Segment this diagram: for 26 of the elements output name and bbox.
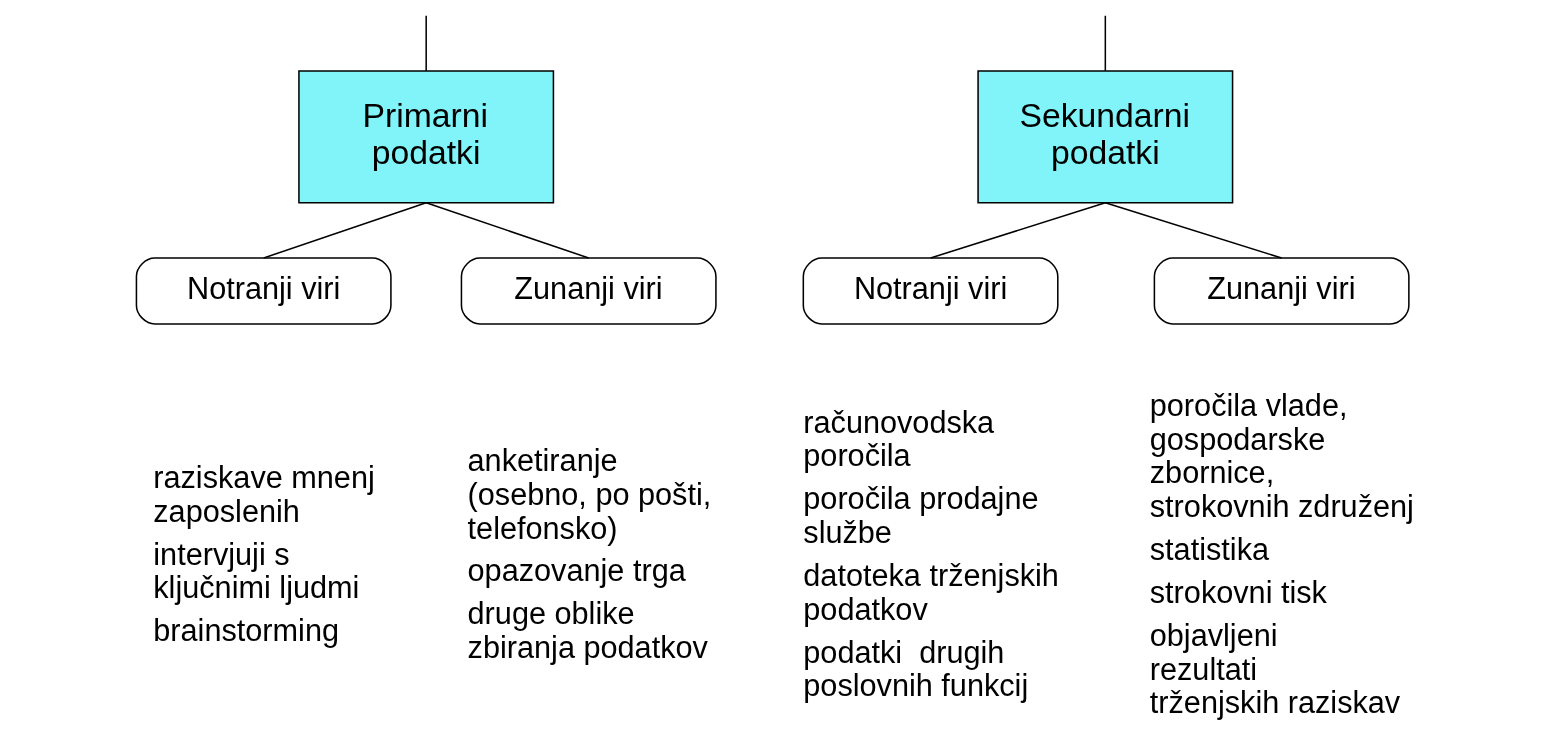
connector <box>1104 15 1106 72</box>
node-label: podatki drugih poslovnih funkcij <box>802 634 1028 703</box>
node-label: intervjuji s ključnimi ljudmi <box>152 536 359 605</box>
node-label: objavljeni rezultati trženjskih raziskav <box>1149 617 1400 720</box>
node-label: datoteka trženjskih podatkov <box>802 558 1059 626</box>
node-label: anketiranje (osebno, po pošti, telefonsko) <box>467 443 711 545</box>
node-label: raziskave mnenj zaposlenih <box>152 459 375 528</box>
connector <box>262 202 427 259</box>
node-box: Primarni podatki <box>297 70 554 204</box>
node-label: računovodska poročila <box>802 404 994 473</box>
node-label: brainstorming <box>152 613 339 648</box>
node-label: opazovanje trga <box>467 553 686 588</box>
node-label: strokovni tisk <box>1149 574 1327 609</box>
node-box: Zunanji viri <box>460 257 717 325</box>
node-label: statistika <box>1149 532 1269 566</box>
connector <box>424 15 427 72</box>
node-box: Notranji viri <box>135 257 392 325</box>
node-box: Notranji viri <box>802 257 1059 325</box>
node-label: poročila prodajne službe <box>802 481 1039 550</box>
connector <box>1104 202 1282 259</box>
node-box: Zunanji viri <box>1153 257 1410 325</box>
node-label: druge oblike zbiranja podatkov <box>467 596 708 665</box>
node-box: Sekundarni podatki <box>976 70 1233 204</box>
connector <box>929 202 1106 259</box>
node-label: poročila vlade, gospodarske zbornice, strokovnih združenj <box>1149 387 1414 524</box>
connector <box>424 202 589 259</box>
